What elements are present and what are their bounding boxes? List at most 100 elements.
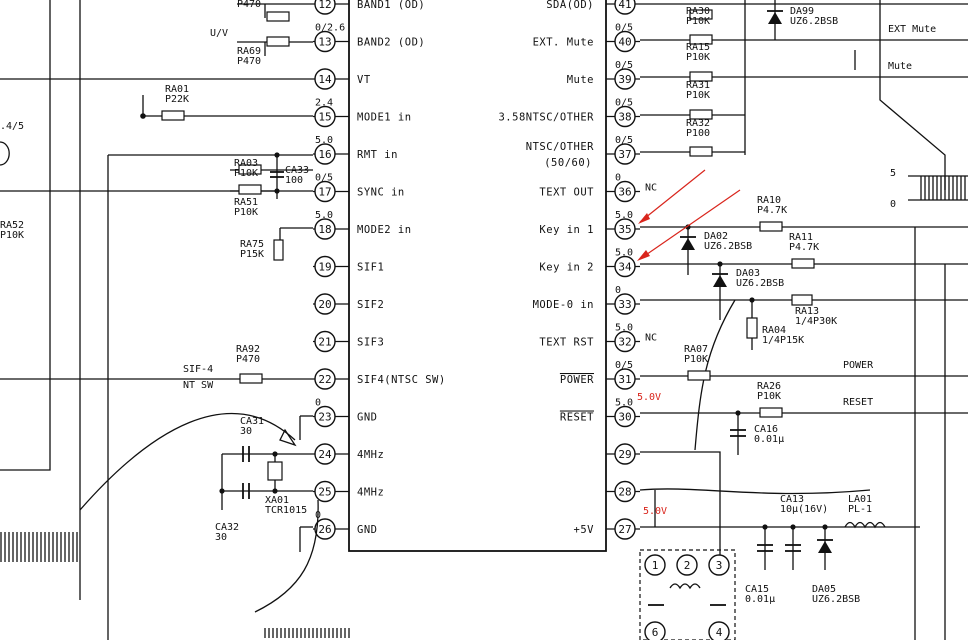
module-pin-circle-6 (644, 621, 666, 640)
component-value-ra68: P470 (237, 0, 261, 10)
component-ref-ca33: CA33 (285, 165, 309, 176)
net-right-5: 5 (890, 168, 896, 179)
pin-circle-36 (614, 180, 636, 203)
component-ref-ra69: RA69 (237, 46, 261, 57)
pin-number-19: 19 (318, 261, 331, 274)
pin-circle-25 (314, 480, 336, 503)
pin-circle-28 (614, 480, 636, 503)
component-ref-ra51: RA51 (234, 197, 258, 208)
pin-voltage-40: 0/5 (615, 23, 633, 34)
component-ref-da99: DA99 (790, 6, 814, 17)
module-pin-number-4: 4 (716, 626, 723, 639)
module-pin-number-2: 2 (684, 559, 691, 572)
pin-number-32: 32 (618, 336, 631, 349)
module-pin-number-3: 3 (716, 559, 723, 572)
component-value-ra92: P470 (236, 354, 260, 365)
net-mute: Mute (888, 61, 912, 72)
pin-label-31: POWER (560, 374, 594, 386)
component-value-ra07: P10K (684, 354, 708, 365)
component-ref-ra31: RA31 (686, 80, 710, 91)
pin-circle-14 (314, 68, 336, 90)
pin-number-24: 24 (318, 448, 332, 461)
pin-number-26: 26 (318, 523, 331, 536)
pin-number-14: 14 (318, 73, 332, 86)
pin-circle-15 (314, 105, 336, 128)
component-value-ra26: P10K (757, 391, 781, 402)
pin-number-35: 35 (618, 223, 631, 236)
component-ref-ra13: RA13 (795, 306, 819, 317)
component-ref-ca13: CA13 (780, 494, 804, 505)
component-ref-la01: LA01 (848, 494, 872, 505)
pin-voltage-31: 0/5 (615, 360, 633, 371)
pin-circle-41 (614, 0, 636, 15)
pin-label-24: 4MHz (357, 449, 384, 461)
component-ref-ra07: RA07 (684, 344, 708, 355)
pin-voltage-35: 5.0 (615, 210, 633, 221)
component-ref-da03: DA03 (736, 268, 760, 279)
pin-voltage-38: 0/5 (615, 98, 633, 109)
pin-number-15: 15 (318, 111, 331, 124)
component-value-la01: PL-1 (848, 504, 872, 515)
component-ref-ca32: CA32 (215, 522, 239, 533)
pin-label-15: MODE1 in (357, 112, 412, 124)
module-pin-circle-4 (708, 621, 730, 640)
pin-label-25: 4MHz (357, 487, 384, 499)
pin-label-27: +5V (574, 524, 595, 536)
component-value-ra10: P4.7K (757, 205, 787, 216)
net-reset: RESET (843, 397, 873, 408)
pin-label-39: Mute (567, 74, 594, 86)
pin-number-29: 29 (618, 448, 631, 461)
pin-voltage-34: 5.0 (615, 248, 633, 259)
ic-body (348, 0, 607, 552)
pin-label-35: Key in 1 (539, 224, 594, 236)
pin-label-32: TEXT RST (539, 337, 594, 349)
pin-circle-32 (614, 330, 636, 353)
pin-voltage-16: 5.0 (315, 135, 333, 146)
pin-label-26: GND (357, 524, 377, 536)
module-pin-number-6: 6 (652, 626, 659, 639)
pin-label-20: SIF2 (357, 299, 384, 311)
pin-label-30: RESET (560, 412, 594, 424)
pin-label-40: EXT. Mute (533, 37, 594, 49)
net-ext-mute: EXT Mute (888, 24, 936, 35)
component-value-ca31: 30 (240, 426, 252, 437)
component-ref-ca15: CA15 (745, 584, 769, 595)
pin-number-27: 27 (618, 523, 631, 536)
component-value-da99: UZ6.2BSB (790, 16, 838, 27)
component-ref-ra04: RA04 (762, 325, 786, 336)
pin-number-37: 37 (618, 148, 631, 161)
component-ref-da02: DA02 (704, 231, 728, 242)
pin-voltage-36: 0 (615, 173, 621, 184)
component-value-da05: UZ6.2BSB (812, 594, 860, 605)
pin-circle-35 (614, 218, 636, 240)
pin-label-12: BAND1 (OD) (357, 0, 425, 11)
pin-circle-39 (614, 68, 636, 90)
pin-voltage-33: 0 (615, 285, 621, 296)
component-value-ra31: P10K (686, 90, 710, 101)
component-ref-ca31: CA31 (240, 416, 264, 427)
pin-number-30: 30 (618, 411, 631, 424)
component-value-ca16: 0.01μ (754, 434, 784, 445)
pin37-subtitle: (50/60) (544, 157, 592, 169)
pin-label-17: SYNC in (357, 187, 405, 199)
pin-number-20: 20 (318, 298, 331, 311)
pin-number-13: 13 (318, 36, 331, 49)
pin-label-37: NTSC/OTHER (526, 141, 594, 153)
pin-circle-38 (614, 105, 636, 128)
pin-circle-13 (314, 30, 336, 53)
pin-net-32: NC (645, 333, 657, 344)
component-value-ca15: 0.01μ (745, 594, 775, 605)
component-ref-ra15: RA15 (686, 42, 710, 53)
pin-voltage-23: 0 (315, 398, 321, 409)
component-value-ca32: 30 (215, 532, 227, 543)
component-value-ca13: 10μ(16V) (780, 504, 828, 515)
net-uv: U/V (210, 28, 228, 39)
net-right-0: 0 (890, 199, 896, 210)
pin-circle-30 (614, 405, 636, 428)
pin-label-36: TEXT OUT (539, 187, 594, 199)
component-value-ra51: P10K (234, 207, 258, 218)
pin-circle-21 (314, 330, 336, 353)
pin-circle-29 (614, 443, 636, 465)
pin-net-36: NC (645, 183, 657, 194)
pin-number-40: 40 (618, 36, 631, 49)
